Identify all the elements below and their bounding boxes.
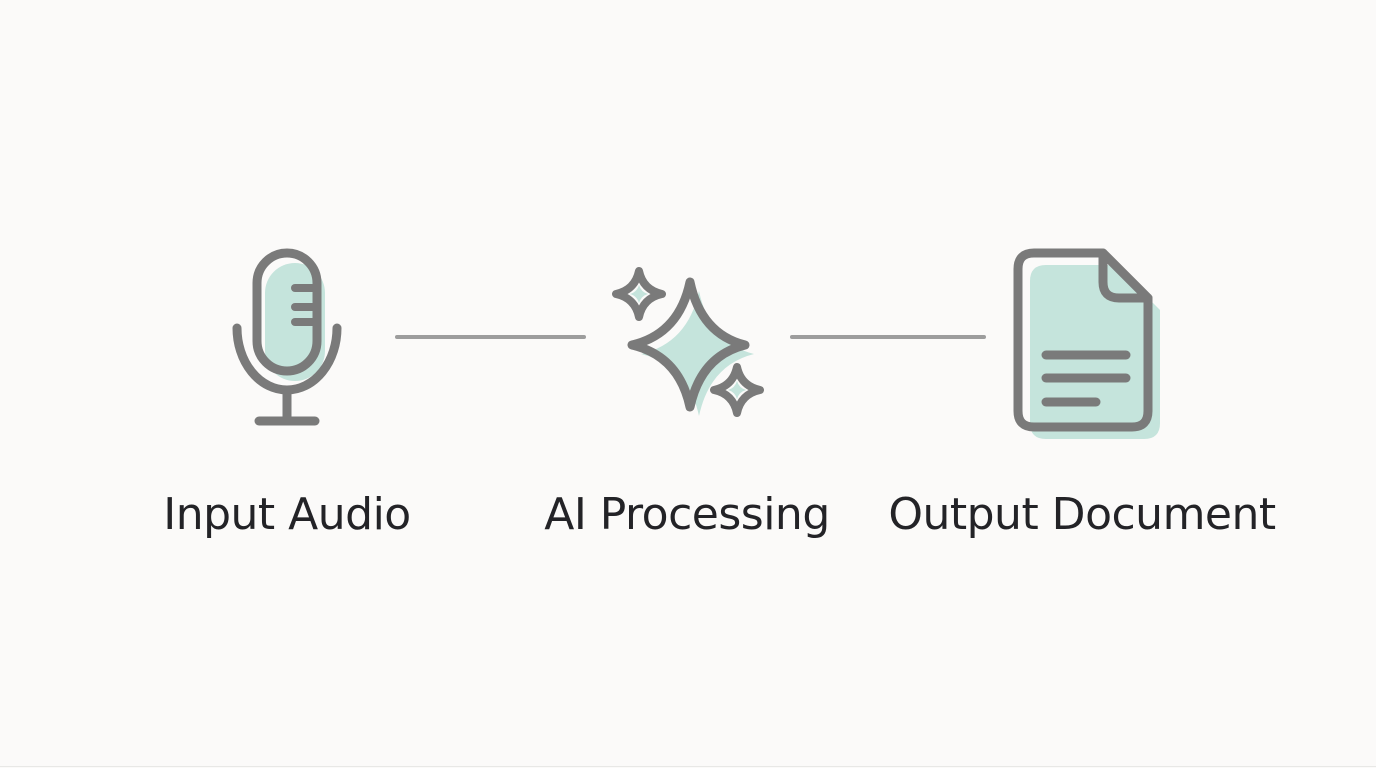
bottom-edge-artifact	[0, 766, 1376, 767]
small-sparkle-top-left-accent	[630, 285, 648, 303]
document-page-outline	[1013, 248, 1153, 432]
microphone-icon	[232, 248, 342, 426]
document-icon	[1013, 248, 1160, 439]
microphone-body-outline	[252, 248, 322, 376]
sparkles-icon	[612, 267, 764, 417]
connector-line-1	[395, 335, 586, 339]
small-sparkle-bottom-right-accent	[728, 381, 746, 399]
step-label-output-document: Output Document	[888, 489, 1276, 540]
step-label-ai-processing: AI Processing	[544, 489, 830, 540]
big-sparkle-accent-fill	[641, 291, 754, 416]
small-sparkle-top-left-outline	[612, 267, 666, 321]
document-fold-flap	[1098, 248, 1153, 303]
step-label-input-audio: Input Audio	[163, 489, 411, 540]
connector-line-2	[790, 335, 986, 339]
big-sparkle-outline	[627, 277, 750, 412]
small-sparkle-bottom-right-outline	[710, 363, 764, 417]
